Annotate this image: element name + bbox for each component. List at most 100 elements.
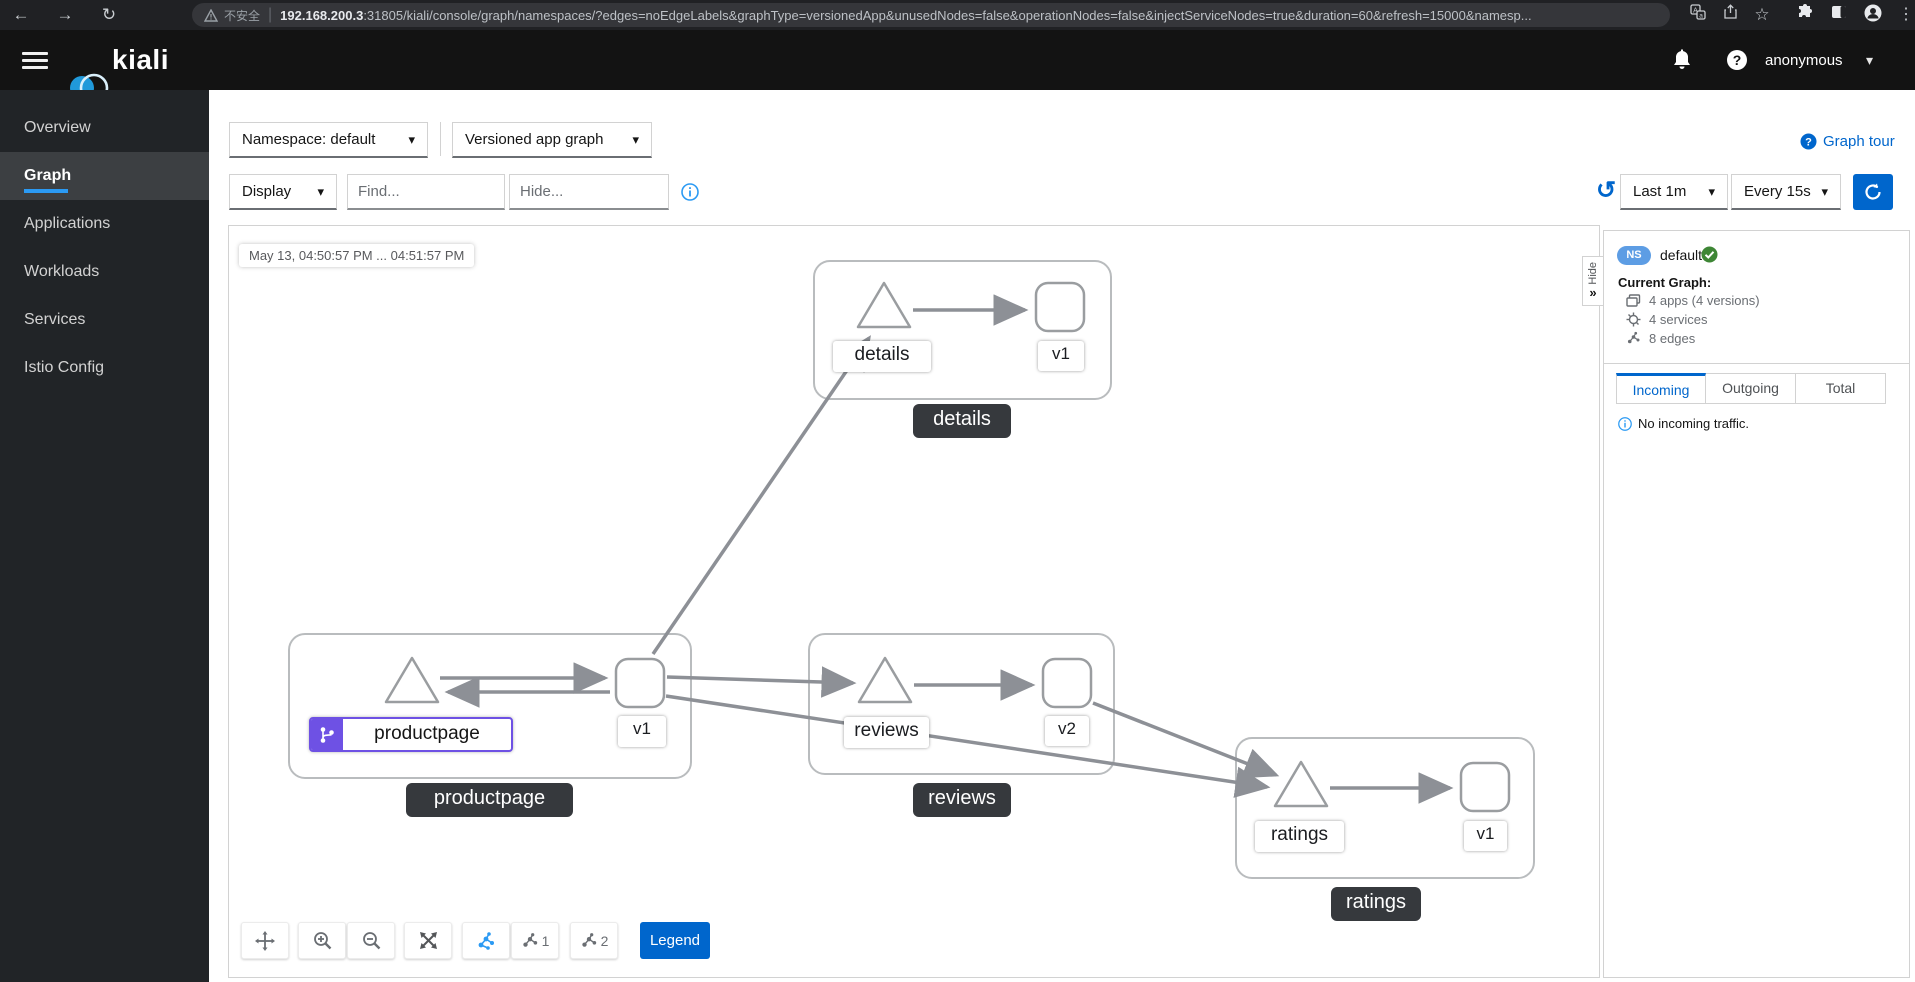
not-secure-label: 不安全 [224, 8, 261, 23]
tab-total[interactable]: Total [1796, 373, 1886, 404]
find-hide-info-icon[interactable] [681, 183, 699, 201]
sidebar-item-applications[interactable]: Applications [0, 200, 209, 248]
browser-toolbar: ← → ↻ 不安全 | 192.168.200.3:31805/kiali/co… [0, 0, 1915, 30]
pan-button[interactable] [241, 922, 289, 959]
stat-apps-label: 4 apps (4 versions) [1649, 293, 1760, 308]
zoom-in-icon [313, 932, 331, 950]
svg-text:?: ? [1805, 137, 1812, 149]
services-icon [1626, 312, 1641, 327]
user-menu-caret-icon[interactable]: ▾ [1866, 51, 1874, 68]
legend-button[interactable]: Legend [640, 922, 710, 959]
node-label-reviews[interactable]: reviews [844, 717, 929, 748]
address-bar[interactable]: 不安全 | 192.168.200.3:31805/kiali/console/… [192, 3, 1670, 27]
hide-tab-label: Hide [1587, 262, 1599, 285]
url-separator: | [268, 6, 273, 23]
group-badge-ratings[interactable]: ratings [1331, 887, 1421, 921]
workload-node-ratings-v1[interactable] [1459, 761, 1511, 813]
group-badge-productpage[interactable]: productpage [406, 783, 573, 817]
node-label-details[interactable]: details [833, 341, 931, 372]
browser-forward-icon[interactable]: → [56, 5, 74, 24]
namespace-select[interactable]: Namespace: default ▾ [229, 122, 428, 158]
stat-services: 4 services [1626, 312, 1708, 327]
service-node-reviews[interactable] [857, 656, 913, 704]
side-panel-icon[interactable] [1827, 4, 1851, 26]
browser-reload-icon[interactable]: ↻ [101, 5, 117, 24]
browser-menu-icon[interactable]: ⋮ [1898, 6, 1914, 23]
zoom-out-button[interactable] [347, 922, 395, 959]
node-label-ratings-v1[interactable]: v1 [1464, 821, 1507, 851]
applications-icon [1626, 293, 1641, 307]
tab-incoming[interactable]: Incoming [1616, 373, 1706, 404]
sidebar-nav: Overview Graph Applications Workloads Se… [0, 90, 209, 982]
service-node-productpage[interactable] [384, 656, 440, 704]
sidebar-item-overview[interactable]: Overview [0, 104, 209, 152]
stat-edges: 8 edges [1626, 331, 1695, 346]
url-host: 192.168.200.3 [280, 7, 364, 23]
sidebar-item-services[interactable]: Services [0, 296, 209, 344]
graph-layout-icon [478, 931, 494, 950]
group-badge-reviews[interactable]: reviews [913, 783, 1011, 817]
caret-down-icon: ▾ [317, 183, 324, 199]
node-label-productpage-selected[interactable]: productpage [309, 717, 513, 752]
zoom-in-button[interactable] [298, 922, 346, 959]
info-icon [1618, 416, 1632, 431]
namespace-badge: NS [1617, 246, 1651, 265]
edge-productpage-to-ratings[interactable] [665, 694, 1271, 798]
fit-to-screen-button[interactable] [404, 922, 452, 959]
share-icon[interactable] [1718, 4, 1742, 26]
node-label-ratings[interactable]: ratings [1255, 821, 1344, 852]
find-input[interactable] [347, 174, 505, 210]
edge-productpage-to-details[interactable] [651, 335, 871, 655]
sidebar-item-workloads[interactable]: Workloads [0, 248, 209, 296]
sidebar-item-label: Services [24, 311, 86, 328]
graph-svg [288, 260, 1535, 879]
bookmark-star-icon[interactable]: ☆ [1754, 5, 1770, 24]
hide-input[interactable] [509, 174, 669, 210]
tab-outgoing[interactable]: Outgoing [1706, 373, 1796, 404]
user-menu-label[interactable]: anonymous [1765, 51, 1843, 69]
refresh-interval-select[interactable]: Every 15s ▾ [1731, 174, 1841, 210]
graph-layout-icon [581, 932, 596, 947]
node-label-productpage-v1[interactable]: v1 [618, 716, 666, 747]
refresh-button[interactable] [1853, 174, 1893, 210]
panel-collapse-tab[interactable]: Hide » [1582, 256, 1603, 306]
group-badge-details[interactable]: details [913, 404, 1011, 438]
graph-type-select[interactable]: Versioned app graph ▾ [452, 122, 652, 158]
edge-reviews-to-ratings[interactable] [1092, 701, 1280, 779]
workload-node-productpage-v1[interactable] [614, 657, 666, 709]
node-label-reviews-v2[interactable]: v2 [1045, 716, 1089, 746]
replay-history-icon[interactable]: ↺ [1596, 177, 1617, 204]
duration-select[interactable]: Last 1m ▾ [1620, 174, 1728, 210]
extensions-icon[interactable] [1793, 4, 1817, 26]
browser-profile-avatar[interactable] [1861, 4, 1885, 26]
sidebar-item-label: Overview [24, 119, 91, 136]
node-label-details-v1[interactable]: v1 [1038, 341, 1084, 371]
display-select[interactable]: Display ▾ [229, 174, 337, 210]
namespace-name[interactable]: default [1660, 247, 1703, 263]
sidebar-item-istio-config[interactable]: Istio Config [0, 344, 209, 392]
layout-default-button[interactable] [462, 922, 510, 959]
service-node-details[interactable] [856, 281, 912, 329]
service-node-ratings[interactable] [1273, 760, 1329, 808]
traffic-tabs: Incoming Outgoing Total [1616, 373, 1886, 404]
double-chevron-icon: » [1589, 284, 1597, 300]
stat-apps: 4 apps (4 versions) [1626, 293, 1760, 308]
graph-tour-link[interactable]: ? Graph tour [1800, 133, 1895, 150]
active-indicator [24, 189, 68, 193]
help-icon[interactable]: ? [1726, 30, 1748, 90]
sidebar-item-graph[interactable]: Graph [0, 152, 209, 200]
node-label-productpage-text: productpage [374, 723, 480, 744]
layout-1-button[interactable]: 1 [511, 922, 559, 959]
workload-node-details-v1[interactable] [1034, 281, 1086, 333]
nav-toggle-icon[interactable] [22, 52, 48, 70]
browser-back-icon[interactable]: ← [12, 5, 30, 24]
caret-down-icon: ▾ [632, 131, 639, 147]
notifications-bell-icon[interactable] [1672, 30, 1692, 90]
graph-canvas[interactable]: details v1 productpage v1 reviews v2 rat… [228, 225, 1600, 978]
edge-productpage-to-reviews[interactable] [666, 666, 857, 698]
graph-summary-panel: NS default Current Graph: 4 apps (4 vers… [1603, 230, 1910, 978]
layout-2-button[interactable]: 2 [570, 922, 618, 959]
workload-node-reviews-v2[interactable] [1041, 657, 1093, 709]
graph-tour-label: Graph tour [1823, 133, 1895, 150]
